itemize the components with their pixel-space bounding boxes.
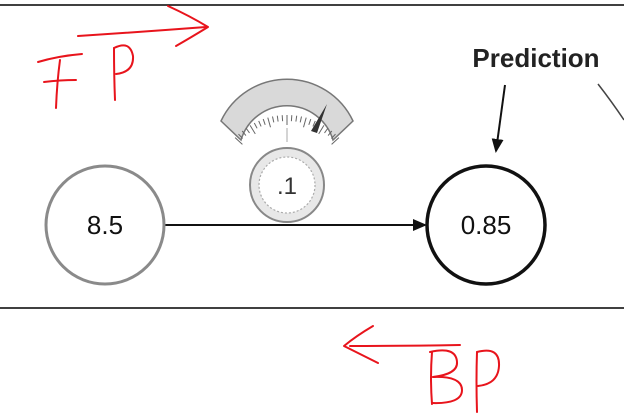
gauge-tick [303, 117, 307, 128]
gauge-tick [245, 127, 250, 134]
gauge-tick [318, 125, 325, 135]
forward-arrow-head [167, 5, 209, 47]
gauge-tick [331, 137, 340, 145]
gauge-tick [234, 137, 243, 145]
gauge-tick [238, 133, 243, 139]
gauge-tick [299, 116, 302, 123]
gauge-tick [249, 125, 256, 135]
letter-b-lower [431, 375, 463, 405]
partial-connector-curve [597, 83, 624, 121]
letter-p-stem [113, 47, 116, 101]
gauge-tick [262, 118, 266, 125]
gauge-arc [220, 78, 354, 142]
letter-b-stem [430, 351, 433, 405]
output-node[interactable]: 0.85 [425, 164, 547, 286]
gauge-tick [308, 118, 312, 125]
letter-f-stem [55, 59, 61, 109]
gauge-needle [311, 104, 327, 133]
prediction-label: Prediction [472, 43, 599, 73]
gauge-tick [272, 116, 275, 123]
prediction-arrow [491, 84, 506, 153]
letter-p2-stem [475, 351, 478, 413]
gauge-tick [327, 130, 333, 136]
gauge-tick [295, 115, 298, 122]
letter-p2-bowl [476, 349, 501, 387]
input-node[interactable]: 8.5 [44, 164, 166, 286]
weight-value: .1 [277, 173, 297, 200]
gauge-tick [253, 122, 258, 129]
forward-arrow-shaft [77, 26, 207, 37]
input-value: 8.5 [87, 210, 123, 240]
output-value: 0.85 [461, 210, 512, 240]
gauge-tick [241, 130, 247, 136]
back-arrow-shaft [349, 344, 461, 347]
input-node-circle [44, 164, 166, 286]
gauge-tick [258, 120, 262, 127]
gauge-tick [267, 117, 271, 128]
output-node-circle [425, 164, 547, 286]
letter-p-bowl [113, 44, 135, 75]
gauge-tick [324, 127, 329, 134]
weight-gauge [220, 78, 354, 145]
weight-dial[interactable]: .1 [249, 147, 325, 223]
letter-f-top [37, 53, 83, 63]
gauge-tick [312, 120, 316, 127]
forward-pass-annotation [37, 5, 209, 109]
letter-f-mid [43, 79, 77, 83]
gauge-tick [276, 115, 279, 122]
dial-inner-face [258, 156, 316, 214]
back-pass-annotation [343, 325, 501, 413]
letter-b-upper [429, 349, 459, 378]
back-arrow-head [343, 325, 379, 364]
gauge-tick [331, 133, 336, 139]
